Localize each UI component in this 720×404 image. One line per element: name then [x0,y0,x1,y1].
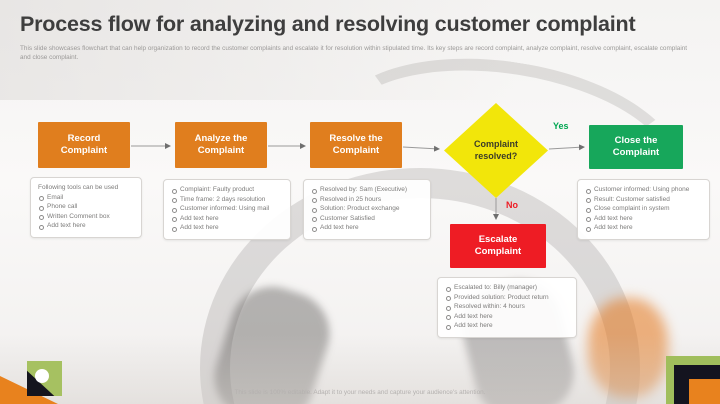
detail-item: Add text here [445,313,571,322]
logo-sun-circle [35,369,49,383]
detail-item: Time frame: 2 days resolution [171,196,285,205]
detail-item: Add text here [311,224,425,233]
flow-step-label: Record Complaint [60,133,108,156]
detail-item: Customer Satisfied [311,215,425,224]
detail-card-resolve: Resolved by: Sam (Executive)Resolved in … [303,179,431,240]
detail-item: Add text here [585,215,704,224]
detail-item: Add text here [585,224,704,233]
detail-item: Complaint: Faulty product [171,186,285,195]
detail-item: Customer informed: Using mail [171,205,285,214]
detail-item: Email [38,194,136,203]
flow-step-label: Analyze the Complaint [194,133,248,156]
detail-list: Escalated to: Billy (manager)Provided so… [445,284,571,331]
detail-item: Add text here [171,215,285,224]
detail-item: Resolved within: 4 hours [445,303,571,312]
detail-item: Escalated to: Billy (manager) [445,284,571,293]
flow-step-record-complaint: Record Complaint [38,122,130,168]
corner-squares-decoration [666,356,720,404]
decision-label: Complaint resolved? [474,138,518,161]
detail-item: Add text here [38,222,136,231]
arrow-decision-to-close [548,144,585,151]
detail-item: Provided solution: Product return [445,294,571,303]
flow-step-label: Resolve the Complaint [329,133,383,156]
yes-branch-label: Yes [553,121,569,131]
corner-square-orange [689,379,720,404]
detail-card-escalate: Escalated to: Billy (manager)Provided so… [437,277,577,338]
detail-intro: Following tools can be used [38,184,119,191]
flow-step-label: Escalate Complaint [474,234,522,257]
detail-item: Resolved by: Sam (Executive) [311,186,425,195]
detail-item: Phone call [38,203,136,212]
detail-item: Close complaint in system [585,205,704,214]
flow-step-resolve-complaint: Resolve the Complaint [310,122,402,168]
flow-step-close-complaint: Close the Complaint [589,125,683,169]
brand-logo [27,361,62,396]
flow-step-escalate-complaint: Escalate Complaint [450,224,546,268]
detail-list: Resolved by: Sam (Executive)Resolved in … [311,186,425,233]
flow-step-label: Close the Complaint [612,135,660,158]
detail-item: Customer informed: Using phone [585,186,704,195]
detail-item: Written Comment box [38,213,136,222]
no-branch-label: No [506,200,518,210]
detail-item: Solution: Product exchange [311,205,425,214]
footer-note: This slide is 100% editable. Adapt it to… [234,389,486,396]
detail-item: Resolved in 25 hours [311,196,425,205]
detail-item: Result: Customer satisfied [585,196,704,205]
flow-step-analyze-complaint: Analyze the Complaint [175,122,267,168]
detail-item: Add text here [445,322,571,331]
detail-item: Add text here [171,224,285,233]
arrow-resolve-to-decision [402,145,440,152]
